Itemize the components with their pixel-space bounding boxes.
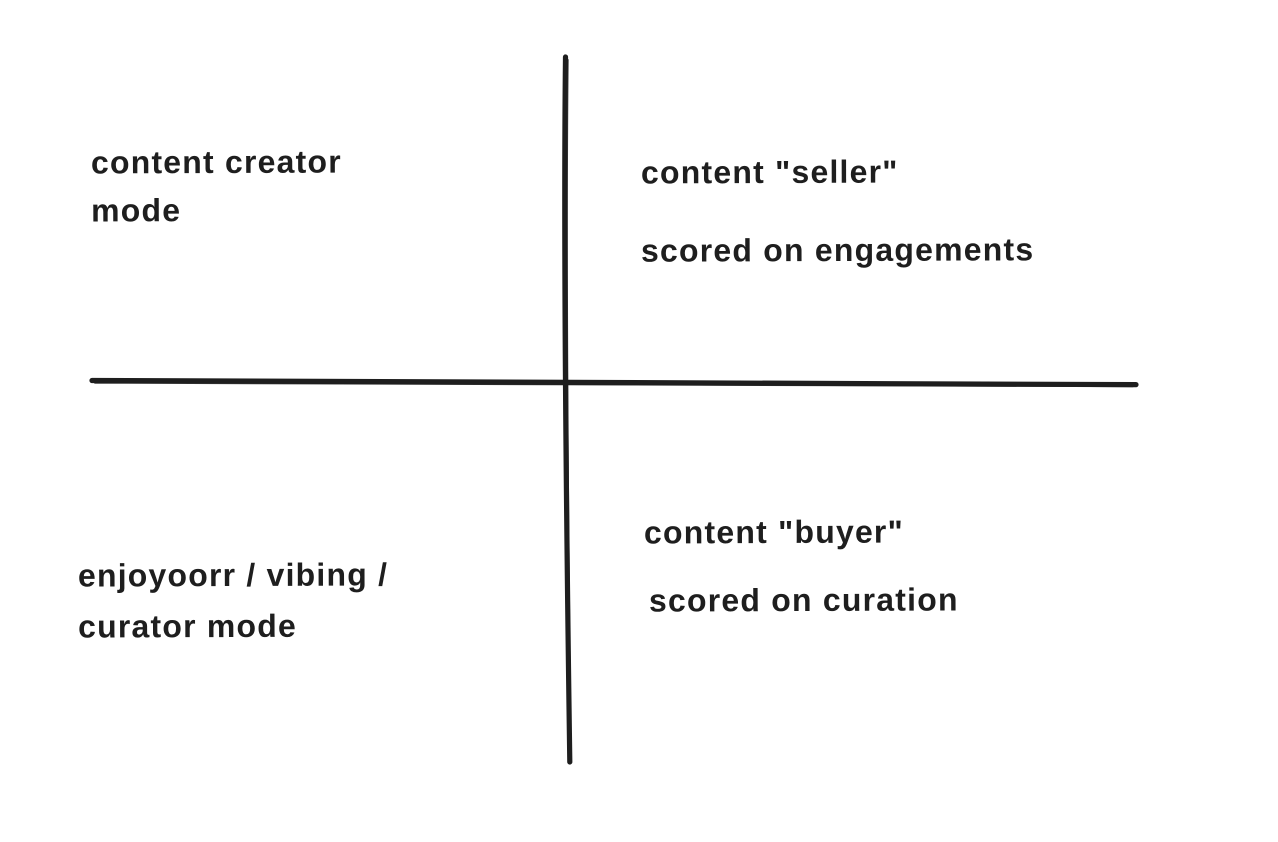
horizontal-axis-overdraw: [93, 381, 1135, 388]
label-bottom-left-quadrant: enjoyoorr / vibing / curator mode: [77, 556, 389, 645]
label-bottom-right-subtitle: scored on curation: [648, 581, 959, 619]
horizontal-axis-line: [89, 377, 1139, 388]
label-top-left-quadrant: content creator mode: [90, 143, 342, 229]
label-top-right-subtitle: scored on engagements: [640, 231, 1035, 269]
label-top-right-title: content "seller": [640, 153, 899, 191]
label-bottom-right-title: content "buyer": [643, 513, 904, 551]
